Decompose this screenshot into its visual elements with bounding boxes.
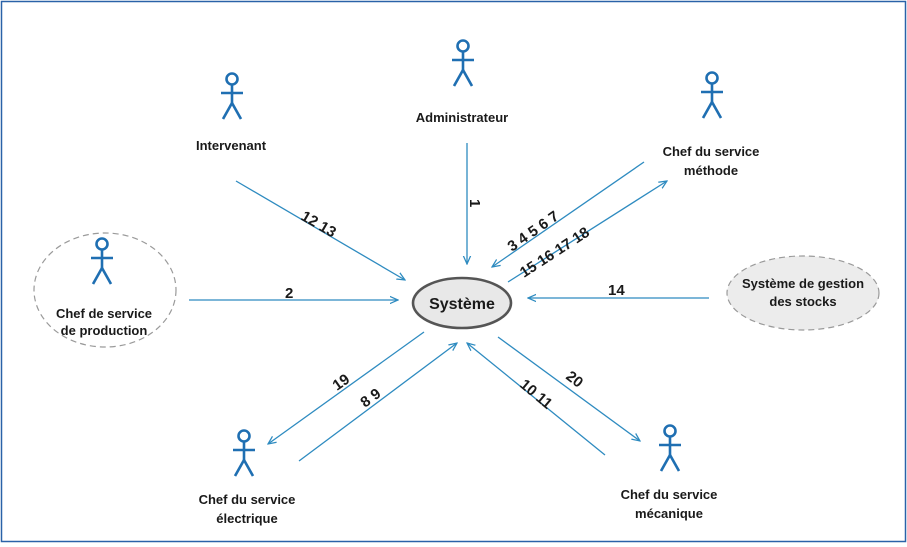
actor-label-line1: Système de gestion (742, 276, 864, 291)
actor-label-line1: Chef de service (56, 306, 152, 321)
actor-label-line2: méthode (684, 163, 738, 178)
actor-systeme-stocks[interactable]: Système de gestion des stocks (742, 276, 864, 309)
actor-label-line1: Chef du service (199, 492, 296, 507)
flow-label-production: 2 (285, 285, 293, 302)
flow-label-electrique-out: 19 (330, 371, 353, 394)
arrow-mecanique-to-system (467, 343, 606, 456)
flow-label-admin: 1 (466, 199, 483, 207)
actor-label-line1: Chef du service (663, 144, 760, 159)
actor-intervenant[interactable]: Intervenant (196, 72, 267, 154)
arrow-system-to-electrique (268, 331, 425, 444)
actor-label: Administrateur (416, 110, 508, 125)
actor-chef-production[interactable]: Chef de service de production (56, 237, 152, 339)
flow-label-mecanique-out: 20 (563, 368, 587, 392)
actor-chef-methode[interactable]: Chef du service méthode (663, 71, 760, 179)
actor-label-line2: mécanique (635, 506, 703, 521)
arrow-system-to-mecanique (497, 336, 640, 441)
actor-label-line2: de production (61, 323, 148, 338)
production-boundary (33, 232, 177, 348)
system-node[interactable] (411, 276, 513, 330)
actor-chef-mecanique[interactable]: Chef du service mécanique (621, 424, 718, 522)
actor-label-line2: des stocks (769, 294, 836, 309)
actor-chef-electrique[interactable]: Chef du service électrique (199, 429, 296, 527)
system-label: Système (429, 296, 495, 313)
actor-administrateur[interactable]: Administrateur (416, 39, 508, 126)
actor-label-line2: électrique (216, 511, 277, 526)
flow-label-stocks: 14 (608, 282, 625, 299)
actor-label-line1: Chef du service (621, 487, 718, 502)
arrow-electrique-to-system (298, 343, 457, 462)
arrow-methode-to-system (492, 161, 645, 267)
arrow-intervenant-to-system (235, 180, 405, 280)
stock-system-ellipse (726, 255, 880, 331)
actor-label: Intervenant (196, 138, 267, 153)
arrow-system-to-methode (507, 181, 667, 283)
